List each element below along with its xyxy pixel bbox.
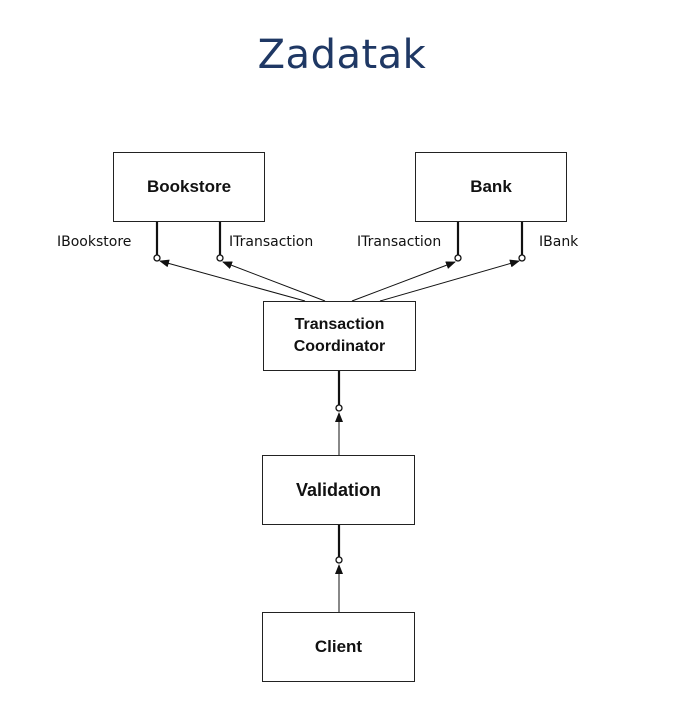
bookstore-component: Bookstore: [113, 152, 265, 222]
page-title: Zadatak: [257, 32, 427, 78]
bank-itransaction-label: ITransaction: [357, 234, 442, 250]
dependency-arrow-bank-itransaction: [351, 261, 456, 302]
validation-port: [335, 525, 343, 564]
bank-itransaction-port: [454, 222, 462, 262]
bank-component: Bank: [415, 152, 567, 222]
dependency-arrow-ibookstore: [159, 259, 306, 302]
bookstore-itransaction-port: [216, 222, 224, 262]
bookstore-label: Bookstore: [146, 177, 232, 196]
bank-label: Bank: [470, 177, 512, 196]
validation-component: Validation: [262, 455, 415, 525]
bookstore-itransaction-label: ITransaction: [229, 234, 314, 250]
coordinator-port: [335, 371, 343, 412]
validation-label: Validation: [295, 479, 382, 500]
client-component: Client: [262, 612, 415, 682]
client-label: Client: [314, 637, 363, 656]
ibookstore-label: IBookstore: [57, 234, 132, 250]
ibookstore-port: [153, 222, 161, 262]
transaction-coordinator-label: Transaction Coordinator: [293, 316, 386, 355]
dependency-arrow-bookstore-itransaction: [222, 261, 326, 302]
dependency-arrow-ibank: [379, 259, 520, 302]
transaction-coordinator-component: Transaction Coordinator: [263, 301, 416, 371]
ibank-port: [518, 222, 526, 262]
ibank-label: IBank: [539, 234, 579, 250]
